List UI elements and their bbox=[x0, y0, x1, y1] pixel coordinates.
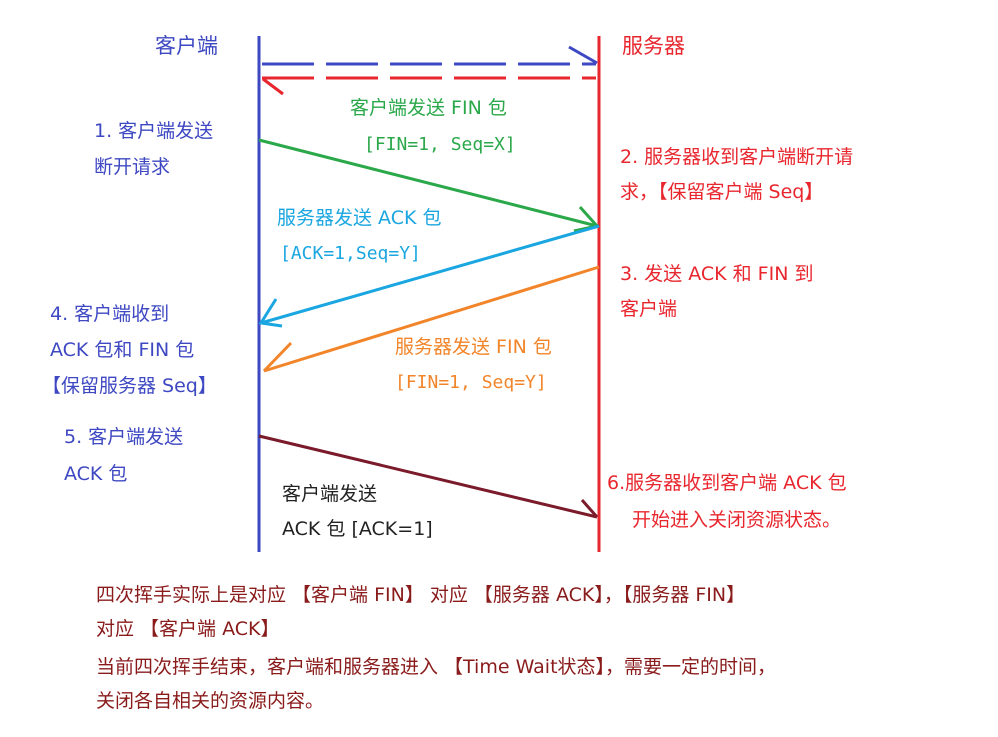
msg2-title: 服务器发送 ACK 包 bbox=[277, 207, 442, 229]
step4-line2: ACK 包和 FIN 包 bbox=[50, 339, 195, 361]
step4-line1: 4. 客户端收到 bbox=[50, 303, 170, 325]
dashed-arrow-to-client-head bbox=[262, 77, 284, 96]
step6-line2: 开始进入关闭资源状态。 bbox=[632, 509, 842, 531]
step5-line2: ACK 包 bbox=[64, 463, 128, 485]
step5-line1: 5. 客户端发送 bbox=[64, 426, 184, 448]
note-line-3: 当前四次挥手结束，客户端和服务器进入 【Time Wait状态】，需要一定的时间… bbox=[96, 656, 777, 678]
server-fin-arrow bbox=[263, 265, 600, 373]
step2-line1: 2. 服务器收到客户端断开请 bbox=[620, 146, 854, 168]
msg4-detail: ACK 包 [ACK=1] bbox=[282, 518, 433, 540]
msg4-title: 客户端发送 bbox=[282, 483, 378, 505]
client-label: 客户端 bbox=[155, 34, 218, 58]
client-fin-arrow bbox=[258, 138, 598, 228]
note-line-1: 四次挥手实际上是对应 【客户端 FIN】 对应 【服务器 ACK】，【服务器 F… bbox=[96, 584, 746, 606]
step6-line1: 6.服务器收到客户端 ACK 包 bbox=[607, 472, 847, 494]
step3-line1: 3. 发送 ACK 和 FIN 到 bbox=[620, 263, 814, 285]
msg3-title: 服务器发送 FIN 包 bbox=[395, 336, 552, 358]
server-ack-arrow-head bbox=[258, 298, 283, 328]
step3-line2: 客户端 bbox=[620, 298, 678, 320]
msg2-detail: [ACK=1,Seq=Y] bbox=[280, 243, 421, 264]
msg1-title: 客户端发送 FIN 包 bbox=[350, 97, 507, 119]
step2-line2: 求，【保留客户端 Seq】 bbox=[620, 181, 824, 203]
note-line-2: 对应 【客户端 ACK】 bbox=[96, 618, 280, 640]
step4-line3: 【保留服务器 Seq】 bbox=[42, 375, 217, 397]
msg1-detail: [FIN=1, Seq=X] bbox=[364, 134, 516, 155]
client-ack-arrow-head bbox=[580, 499, 599, 518]
note-line-4: 关闭各自相关的资源内容。 bbox=[96, 690, 325, 712]
server-label: 服务器 bbox=[622, 34, 685, 58]
msg3-detail: [FIN=1, Seq=Y] bbox=[395, 372, 547, 393]
step1-line2: 断开请求 bbox=[94, 156, 171, 178]
client-ack-arrow bbox=[258, 434, 598, 519]
server-fin-arrow-head bbox=[262, 341, 293, 373]
step1-line1: 1. 客户端发送 bbox=[94, 120, 214, 142]
dashed-arrow-to-server-head bbox=[568, 45, 598, 65]
server-ack-arrow bbox=[260, 224, 600, 325]
